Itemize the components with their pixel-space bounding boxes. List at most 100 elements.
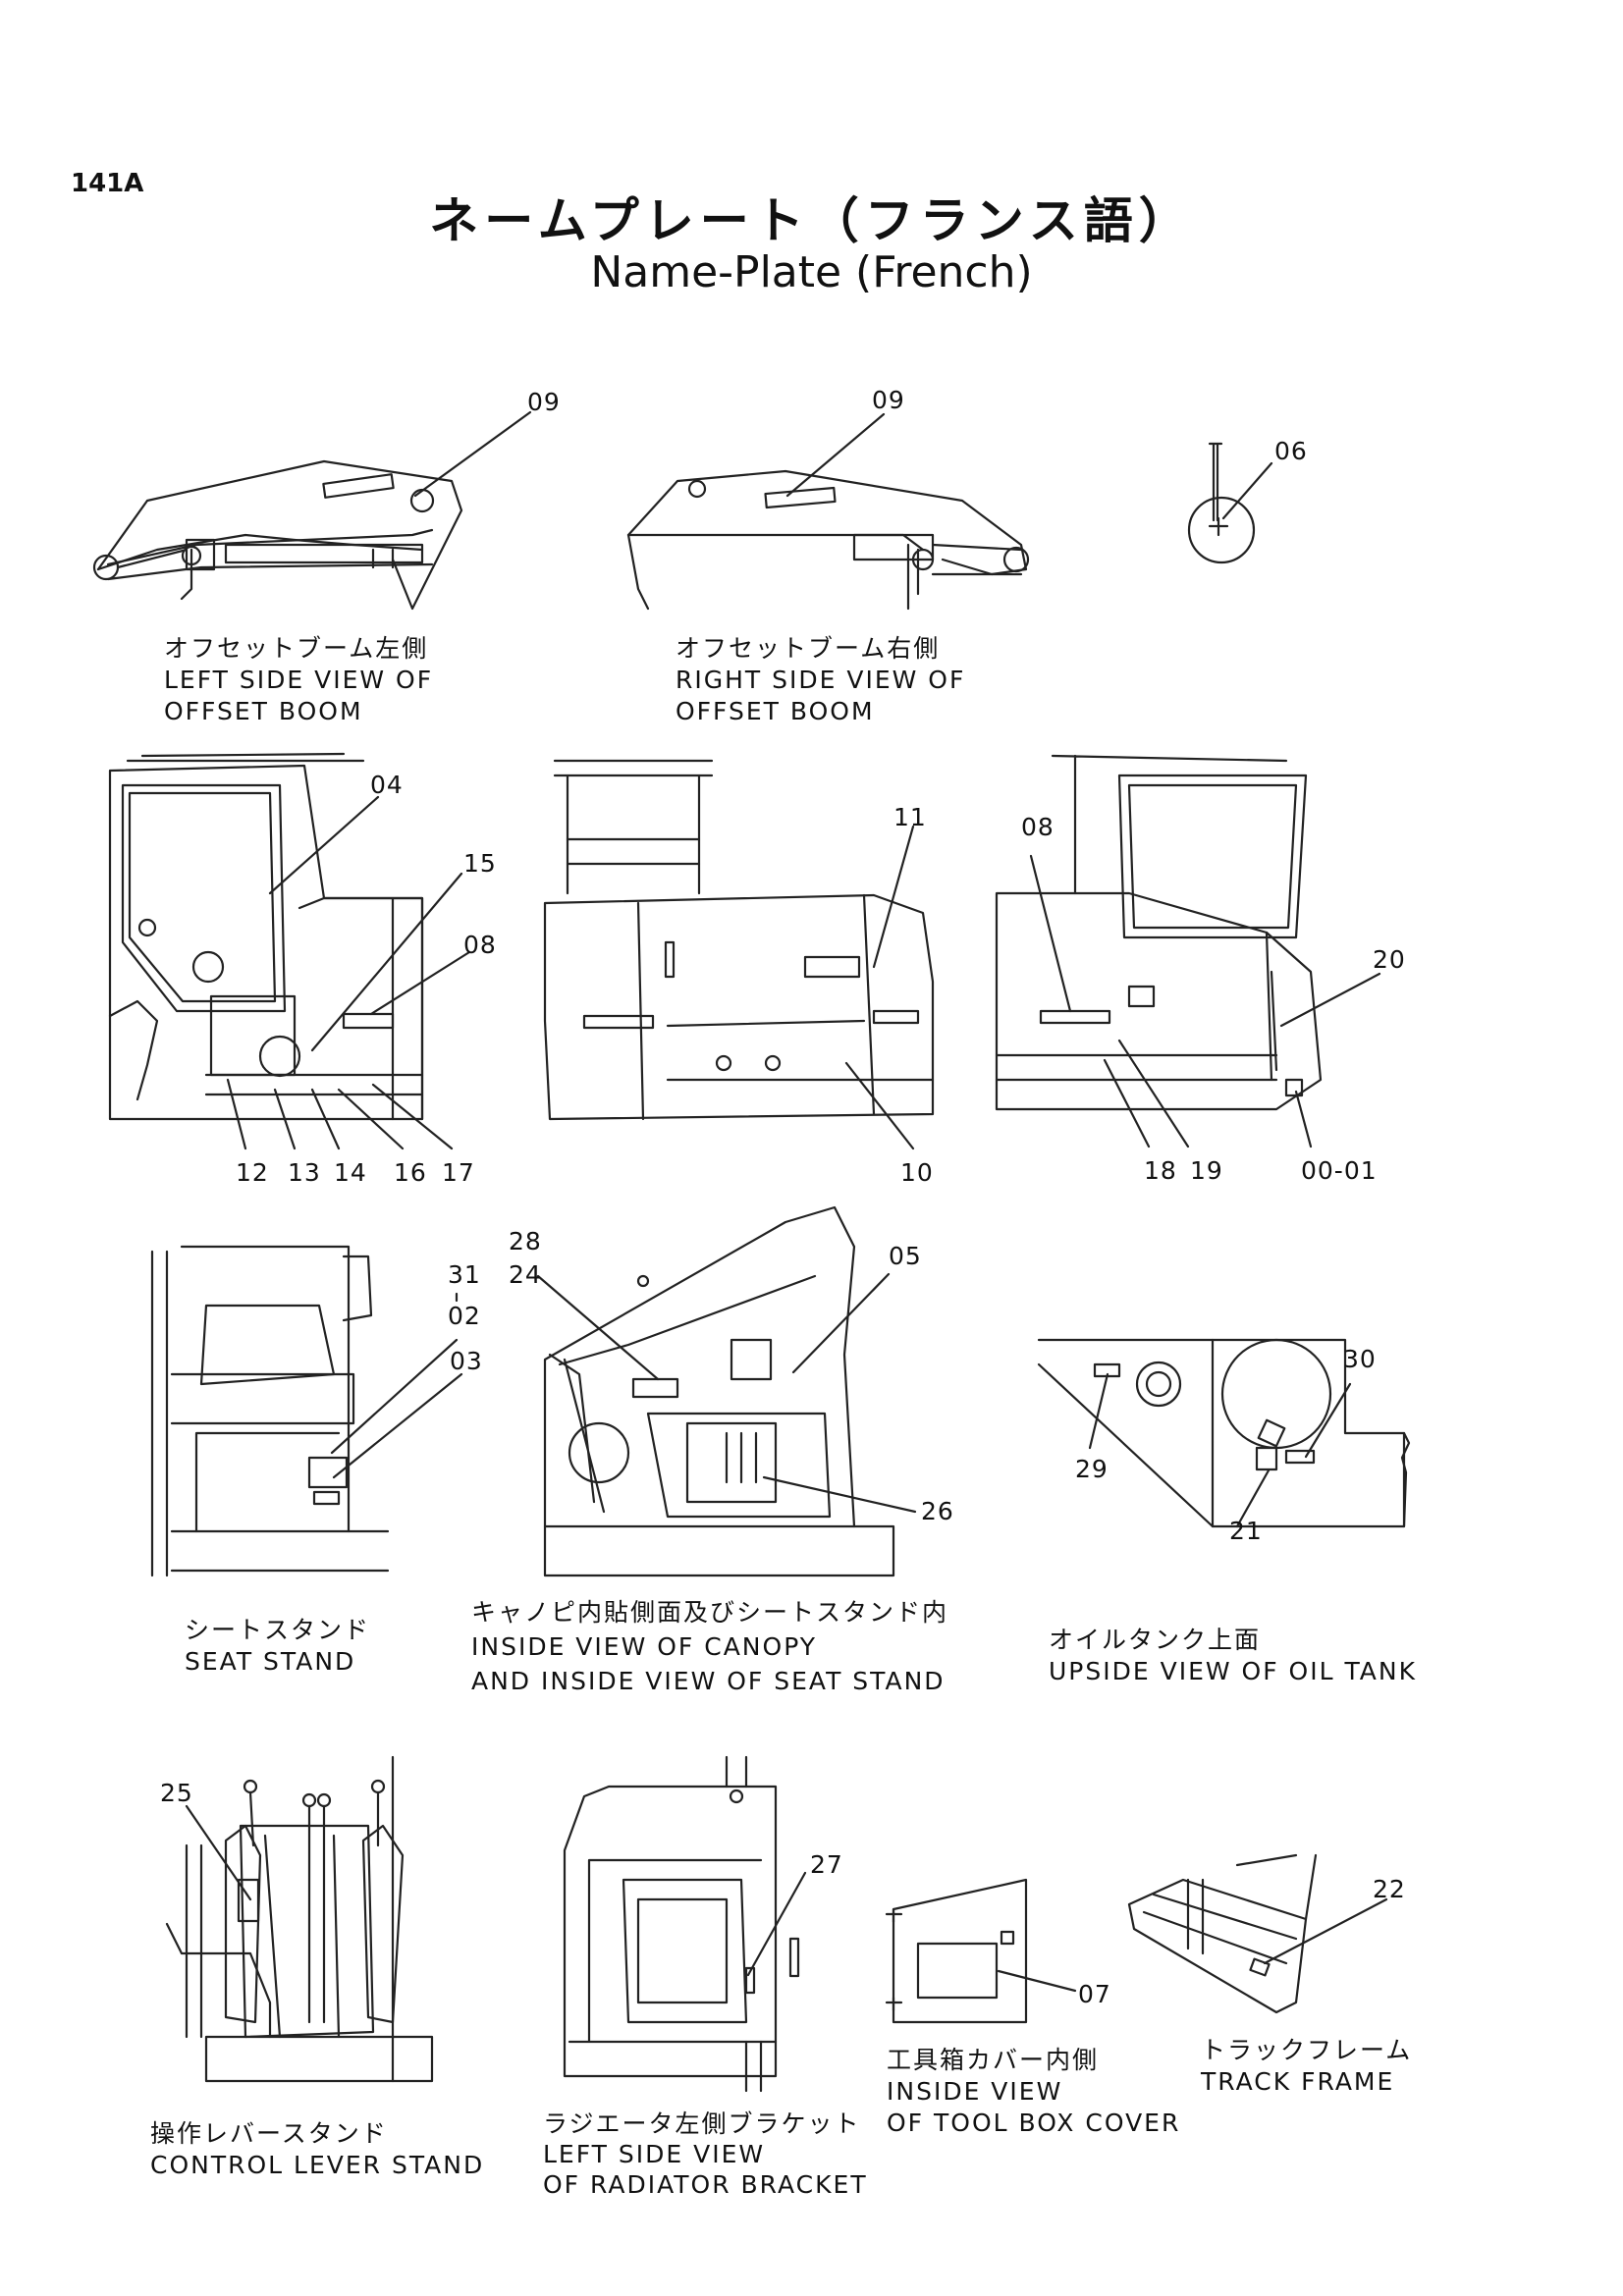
leader-10	[846, 1063, 913, 1148]
caption-en-line1: SEAT STAND	[185, 1647, 356, 1676]
callout-08-right: 08	[1021, 813, 1055, 841]
callout-02: 02	[448, 1302, 481, 1330]
caption-jp: トラックフレーム	[1201, 2036, 1413, 2064]
leader-14	[312, 1090, 339, 1148]
leader-16	[339, 1090, 403, 1148]
leader-06	[1223, 463, 1271, 518]
caption-en-line2: AND INSIDE VIEW OF SEAT STAND	[471, 1667, 946, 1695]
leader-25	[187, 1806, 250, 1899]
leader-17	[373, 1085, 452, 1148]
caption-en-line2: OFFSET BOOM	[164, 697, 363, 725]
leader-08-left	[371, 952, 469, 1014]
leader-13	[275, 1090, 295, 1148]
page-number: 141A	[71, 169, 144, 198]
leader-09-right	[787, 414, 884, 496]
callout-03: 03	[450, 1347, 483, 1375]
left-offset-boom-drawing	[94, 412, 530, 609]
callout-00-01: 00-01	[1301, 1156, 1378, 1185]
caption-tool-box: 工具箱カバー内側 INSIDE VIEW OF TOOL BOX COVER	[887, 2045, 1180, 2139]
tool-box-drawing	[887, 1880, 1075, 2022]
callout-10: 10	[900, 1158, 934, 1187]
callout-19: 19	[1190, 1156, 1223, 1185]
leader-20	[1281, 974, 1380, 1026]
caption-en-line2: OFFSET BOOM	[676, 697, 875, 725]
caption-jp: 工具箱カバー内側	[887, 2046, 1100, 2074]
oil-tank-drawing	[1039, 1340, 1409, 1526]
seat-stand-drawing	[152, 1247, 461, 1575]
callout-29: 29	[1075, 1455, 1109, 1483]
callout-08-left: 08	[463, 931, 497, 959]
leader-12	[228, 1080, 245, 1148]
radiator-drawing	[565, 1757, 805, 2091]
callout-18: 18	[1144, 1156, 1177, 1185]
leader-24	[538, 1276, 658, 1379]
caption-en-line1: CONTROL LEVER STAND	[150, 2151, 485, 2179]
callout-26: 26	[921, 1497, 954, 1525]
callout-07: 07	[1078, 1980, 1111, 2008]
callout-30: 30	[1343, 1345, 1377, 1373]
leader-05	[793, 1274, 889, 1372]
title-english: Name-Plate (French)	[590, 247, 1033, 297]
canopy-drawing	[538, 1207, 915, 1575]
leader-08-right	[1031, 856, 1070, 1011]
leader-04	[270, 797, 378, 893]
callout-20: 20	[1373, 945, 1406, 974]
leader-18	[1105, 1060, 1149, 1147]
leader-22	[1265, 1899, 1386, 1963]
caption-jp: オフセットブーム右側	[676, 634, 941, 663]
caption-en-line1: INSIDE VIEW	[887, 2077, 1063, 2106]
caption-track-frame: トラックフレーム TRACK FRAME	[1201, 2035, 1412, 2098]
callout-04: 04	[370, 771, 404, 799]
callout-24: 24	[509, 1260, 542, 1289]
caption-jp: オイルタンク上面	[1049, 1626, 1262, 1654]
callout-15: 15	[463, 849, 497, 878]
callout-09-right: 09	[872, 386, 905, 414]
leader-03	[334, 1374, 461, 1477]
callout-09-left: 09	[527, 388, 561, 416]
caption-en-line1: INSIDE VIEW OF CANOPY	[471, 1632, 817, 1661]
control-lever-drawing	[167, 1757, 432, 2081]
callout-11: 11	[893, 803, 927, 831]
caption-canopy: キャノピ内貼側面及びシートスタンド内 INSIDE VIEW OF CANOPY…	[471, 1595, 948, 1698]
rear-body-drawing	[545, 761, 933, 1148]
knob-drawing	[1189, 444, 1271, 562]
caption-jp: シートスタンド	[185, 1616, 371, 1644]
callout-27: 27	[810, 1850, 843, 1879]
leader-27	[748, 1873, 805, 1975]
leader-26	[764, 1477, 915, 1512]
right-offset-boom-drawing	[628, 414, 1028, 609]
leader-09-left	[415, 412, 530, 496]
callout-05: 05	[889, 1242, 922, 1270]
leader-19	[1119, 1041, 1188, 1147]
callout-12: 12	[236, 1158, 269, 1187]
caption-en-line1: UPSIDE VIEW OF OIL TANK	[1049, 1657, 1418, 1685]
right-cab-drawing	[997, 756, 1380, 1147]
caption-seat-stand: シートスタンド SEAT STAND	[185, 1615, 370, 1678]
leader-21	[1237, 1470, 1269, 1526]
leader-02	[332, 1340, 457, 1453]
caption-en-line1: LEFT SIDE VIEW	[543, 2140, 766, 2168]
callout-21: 21	[1229, 1517, 1263, 1545]
caption-left-offset-boom: オフセットブーム左側 LEFT SIDE VIEW OF OFFSET BOOM	[164, 633, 433, 727]
caption-en-line1: RIGHT SIDE VIEW OF	[676, 666, 966, 694]
left-cab-drawing	[110, 754, 469, 1148]
caption-en-line1: LEFT SIDE VIEW OF	[164, 666, 434, 694]
callout-13: 13	[288, 1158, 321, 1187]
caption-jp: オフセットブーム左側	[164, 634, 429, 663]
callout-22: 22	[1373, 1875, 1406, 1903]
callout-16: 16	[394, 1158, 427, 1187]
leader-30	[1306, 1384, 1350, 1457]
callout-31: 31	[448, 1260, 481, 1289]
caption-radiator: ラジエータ左側ブラケット LEFT SIDE VIEW OF RADIATOR …	[543, 2109, 868, 2200]
callout-28: 28	[509, 1227, 542, 1255]
caption-oil-tank: オイルタンク上面 UPSIDE VIEW OF OIL TANK	[1049, 1625, 1417, 1687]
caption-control-lever: 操作レバースタンド CONTROL LEVER STAND	[150, 2118, 484, 2181]
track-frame-drawing	[1129, 1855, 1386, 2012]
caption-en-line1: TRACK FRAME	[1201, 2067, 1395, 2096]
leader-11	[874, 827, 913, 967]
caption-right-offset-boom: オフセットブーム右側 RIGHT SIDE VIEW OF OFFSET BOO…	[676, 633, 965, 727]
leader-00-01	[1296, 1092, 1311, 1147]
caption-jp: キャノピ内貼側面及びシートスタンド内	[471, 1598, 949, 1627]
